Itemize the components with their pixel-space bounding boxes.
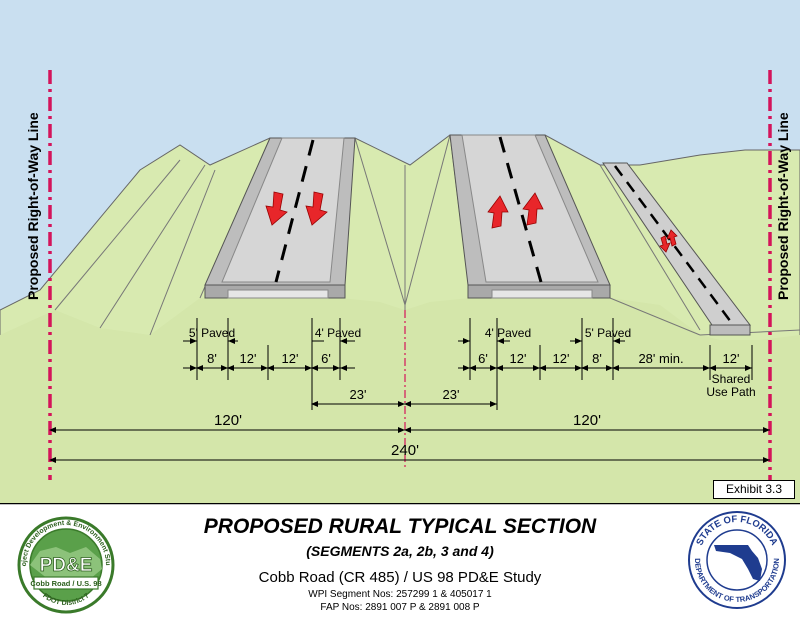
shared-use-label-2: Use Path — [706, 385, 755, 399]
shared-use-path — [602, 162, 752, 336]
dim-l12b: 12' — [282, 351, 299, 366]
dim-right-paved-4: 4' Paved — [485, 326, 531, 340]
dim-r12-path: 12' — [723, 351, 740, 366]
dim-half-right: 120' — [573, 412, 601, 429]
dim-r8: 8' — [592, 351, 602, 366]
row-label-left: Proposed Right-of-Way Line — [25, 112, 41, 300]
exhibit-label: Exhibit 3.3 — [713, 480, 795, 499]
arrow-up-icon — [487, 195, 509, 229]
dim-left-paved-5: 5' Paved — [189, 326, 235, 340]
arrow-down-icon — [659, 235, 671, 253]
page-title: PROPOSED RURAL TYPICAL SECTION — [203, 515, 597, 538]
dim-left-paved-4: 4' Paved — [315, 326, 361, 340]
shared-use-label-1: Shared — [712, 372, 751, 386]
arrow-down-icon — [305, 191, 328, 226]
wpi-segment-numbers: WPI Segment Nos: 257299 1 & 405017 1 — [308, 589, 492, 600]
title-block-frame: Cobb Road / U.S. 98 PD&E Project Develop… — [0, 503, 800, 614]
arrow-up-icon — [666, 229, 678, 247]
dim-l8: 8' — [207, 351, 217, 366]
dimension-lines — [49, 318, 770, 463]
arrow-up-icon — [522, 192, 544, 226]
title-block: Cobb Road / U.S. 98 PD&E Project Develop… — [0, 503, 800, 621]
ground-foreground — [0, 298, 800, 503]
row-label-right: Proposed Right-of-Way Line — [775, 112, 791, 300]
dim-r28: 28' min. — [638, 351, 683, 366]
dim-r12b: 12' — [553, 351, 570, 366]
dim-median-left: 23' — [350, 387, 367, 402]
dim-r12a: 12' — [510, 351, 527, 366]
pde-logo-main: PD&E — [40, 555, 93, 576]
fdot-seal: STATE OF FLORIDA DEPARTMENT OF TRANSPORT… — [688, 511, 786, 609]
page-subtitle: (SEGMENTS 2a, 2b, 3 and 4) — [306, 543, 494, 559]
pde-logo-banner: Cobb Road / U.S. 98 — [30, 579, 101, 588]
traffic-arrows — [265, 191, 678, 253]
dim-right-paved-5: 5' Paved — [585, 326, 631, 340]
dim-half-left: 120' — [214, 412, 242, 429]
dim-r6: 6' — [478, 351, 488, 366]
arrow-down-icon — [265, 191, 288, 226]
dim-median-right: 23' — [443, 387, 460, 402]
typical-section-diagram: Proposed Right-of-Way Line Proposed Righ… — [0, 0, 800, 503]
fap-numbers: FAP Nos: 2891 007 P & 2891 008 P — [320, 602, 480, 613]
dim-total: 240' — [391, 442, 419, 459]
dim-l6: 6' — [321, 351, 331, 366]
dim-l12a: 12' — [240, 351, 257, 366]
study-name: Cobb Road (CR 485) / US 98 PD&E Study — [258, 569, 542, 586]
